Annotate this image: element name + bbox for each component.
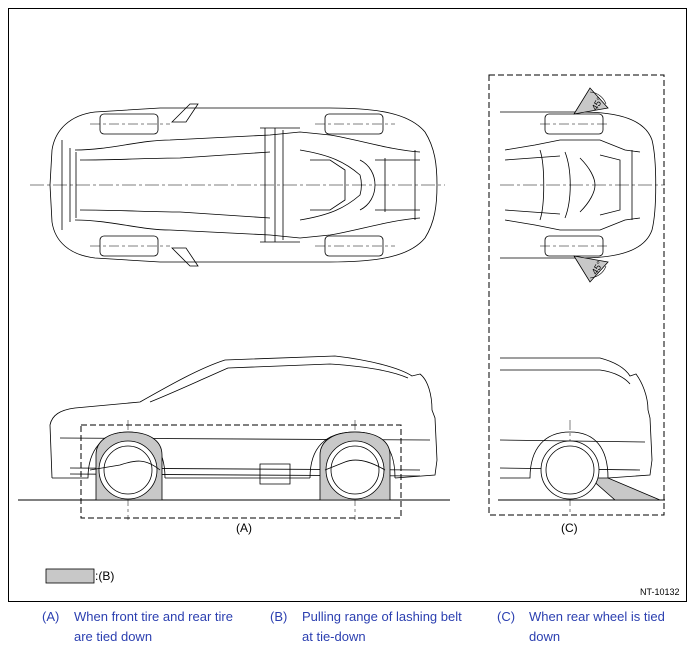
figure-code: NT-10132: [640, 587, 680, 597]
caption-b-line-2: at tie-down: [302, 629, 366, 644]
lashing-range-rear-wheel: [588, 477, 661, 501]
caption-b-tag: (B): [270, 609, 288, 624]
legend-label-b: :(B): [95, 569, 114, 583]
angle-arcs: [589, 91, 607, 279]
tie-down-belt-rear: [324, 459, 386, 471]
caption-c-line-2: down: [529, 629, 561, 644]
caption-b-line-1: Pulling range of lashing belt: [302, 609, 462, 624]
vehicle-top-view: [30, 103, 445, 267]
caption-c-text: When rear wheel is tied down: [529, 607, 689, 647]
box-a: [80, 424, 402, 519]
wheels-side-view: [98, 440, 385, 500]
legend-swatch-b: [45, 568, 95, 584]
caption-a-line-1: When front tire and rear tire: [74, 609, 233, 624]
tie-down-belt-front: [89, 460, 161, 471]
caption-a-text: When front tire and rear tire are tied d…: [74, 607, 259, 647]
caption-b-text: Pulling range of lashing belt at tie-dow…: [302, 607, 487, 647]
label-a: (A): [236, 521, 252, 535]
angle-wedges: [573, 87, 609, 283]
wheel-rear-panel-c: [540, 440, 600, 500]
box-c: [488, 74, 665, 516]
caption-c-tag: (C): [497, 609, 516, 624]
caption-area: (A) When front tire and rear tire are ti…: [0, 607, 695, 650]
caption-c-line-1: When rear wheel is tied: [529, 609, 665, 624]
label-c: (C): [561, 521, 578, 535]
caption-a-line-2: are tied down: [74, 629, 153, 644]
rear-top-view: [500, 111, 665, 259]
caption-a-tag: (A): [42, 609, 60, 624]
figure-frame: [8, 8, 687, 602]
